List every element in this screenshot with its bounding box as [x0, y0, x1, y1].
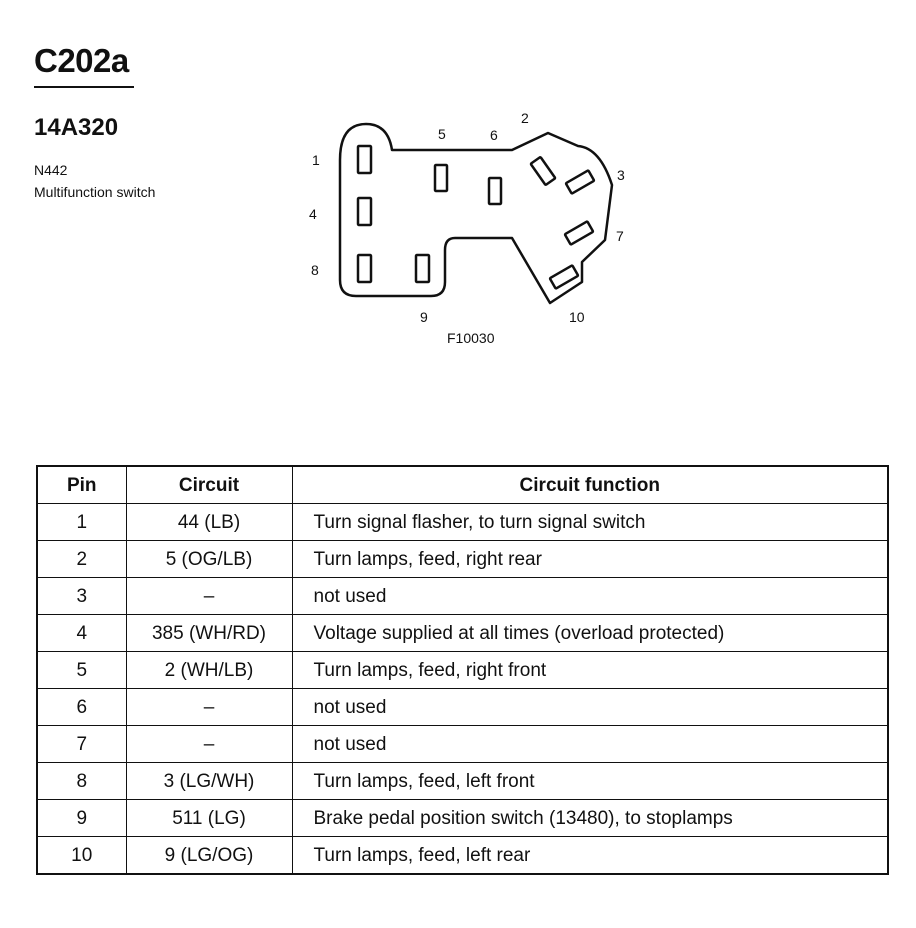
pin-6-cavity	[487, 176, 503, 206]
circuit-cell: –	[125, 577, 293, 615]
table-row: 4 385 (WH/RD) Voltage supplied at all ti…	[36, 614, 889, 652]
figure-id: F10030	[447, 330, 495, 346]
function-cell: Turn lamps, feed, left front	[291, 762, 889, 800]
table-row: 6 – not used	[36, 688, 889, 726]
pin-label-8: 8	[311, 262, 319, 278]
pin-label-2: 2	[521, 110, 529, 126]
pin-2-cavity	[529, 156, 557, 186]
pin-label-6: 6	[490, 127, 498, 143]
circuit-cell: 2 (WH/LB)	[125, 651, 293, 689]
function-cell: Brake pedal position switch (13480), to …	[291, 799, 889, 837]
header-circuit: Circuit	[125, 465, 293, 504]
title-underline	[34, 86, 134, 88]
function-cell: not used	[291, 688, 889, 726]
connector-title: C202a	[34, 42, 129, 79]
function-cell: not used	[291, 725, 889, 763]
table-row: 2 5 (OG/LB) Turn lamps, feed, right rear	[36, 540, 889, 578]
pin-cell: 3	[36, 577, 127, 615]
pinout-table: Pin Circuit Circuit function 1 44 (LB) T…	[36, 465, 889, 875]
circuit-cell: 511 (LG)	[125, 799, 293, 837]
pin-cell: 6	[36, 688, 127, 726]
circuit-cell: –	[125, 725, 293, 763]
pin-9-cavity	[414, 253, 431, 284]
pin-label-10: 10	[569, 309, 585, 325]
pin-8-cavity	[356, 253, 373, 284]
circuit-cell: 5 (OG/LB)	[125, 540, 293, 578]
pin-label-1: 1	[312, 152, 320, 168]
header-circuit-function: Circuit function	[291, 465, 889, 504]
pin-cell: 9	[36, 799, 127, 837]
circuit-cell: –	[125, 688, 293, 726]
table-row: 9 511 (LG) Brake pedal position switch (…	[36, 799, 889, 837]
pin-5-cavity	[433, 163, 449, 193]
function-cell: Turn signal flasher, to turn signal swit…	[291, 503, 889, 541]
header-pin: Pin	[36, 465, 127, 504]
table-row: 5 2 (WH/LB) Turn lamps, feed, right fron…	[36, 651, 889, 689]
function-cell: Turn lamps, feed, right rear	[291, 540, 889, 578]
table-header-row: Pin Circuit Circuit function	[36, 465, 889, 504]
circuit-cell: 44 (LB)	[125, 503, 293, 541]
pin-7-cavity	[563, 220, 595, 246]
pin-cell: 4	[36, 614, 127, 652]
pin-label-5: 5	[438, 126, 446, 142]
function-cell: Voltage supplied at all times (overload …	[291, 614, 889, 652]
function-cell: Turn lamps, feed, right front	[291, 651, 889, 689]
pin-cell: 2	[36, 540, 127, 578]
pin-cell: 5	[36, 651, 127, 689]
pin-label-4: 4	[309, 206, 317, 222]
pin-cell: 10	[36, 836, 127, 875]
table-row: 8 3 (LG/WH) Turn lamps, feed, left front	[36, 762, 889, 800]
function-cell: not used	[291, 577, 889, 615]
pin-label-3: 3	[617, 167, 625, 183]
component-name: Multifunction switch	[34, 184, 156, 200]
pin-cell: 7	[36, 725, 127, 763]
circuit-cell: 3 (LG/WH)	[125, 762, 293, 800]
pin-cell: 8	[36, 762, 127, 800]
connector-face-diagram: 1 2 3 4 5 6 7 8 9 10 F10030	[309, 110, 625, 346]
circuit-cell: 385 (WH/RD)	[125, 614, 293, 652]
table-row: 10 9 (LG/OG) Turn lamps, feed, left rear	[36, 836, 889, 875]
component-code: N442	[34, 162, 68, 178]
circuit-cell: 9 (LG/OG)	[125, 836, 293, 875]
table-row: 3 – not used	[36, 577, 889, 615]
table-row: 7 – not used	[36, 725, 889, 763]
function-cell: Turn lamps, feed, left rear	[291, 836, 889, 875]
pin-3-cavity	[564, 169, 596, 195]
pin-1-cavity	[356, 144, 373, 175]
connector-outline	[338, 122, 614, 305]
pin-10-cavity	[548, 264, 580, 290]
table-row: 1 44 (LB) Turn signal flasher, to turn s…	[36, 503, 889, 541]
pin-label-7: 7	[616, 228, 624, 244]
pin-label-9: 9	[420, 309, 428, 325]
pin-4-cavity	[356, 196, 373, 227]
part-number: 14A320	[34, 114, 119, 141]
pin-cell: 1	[36, 503, 127, 541]
